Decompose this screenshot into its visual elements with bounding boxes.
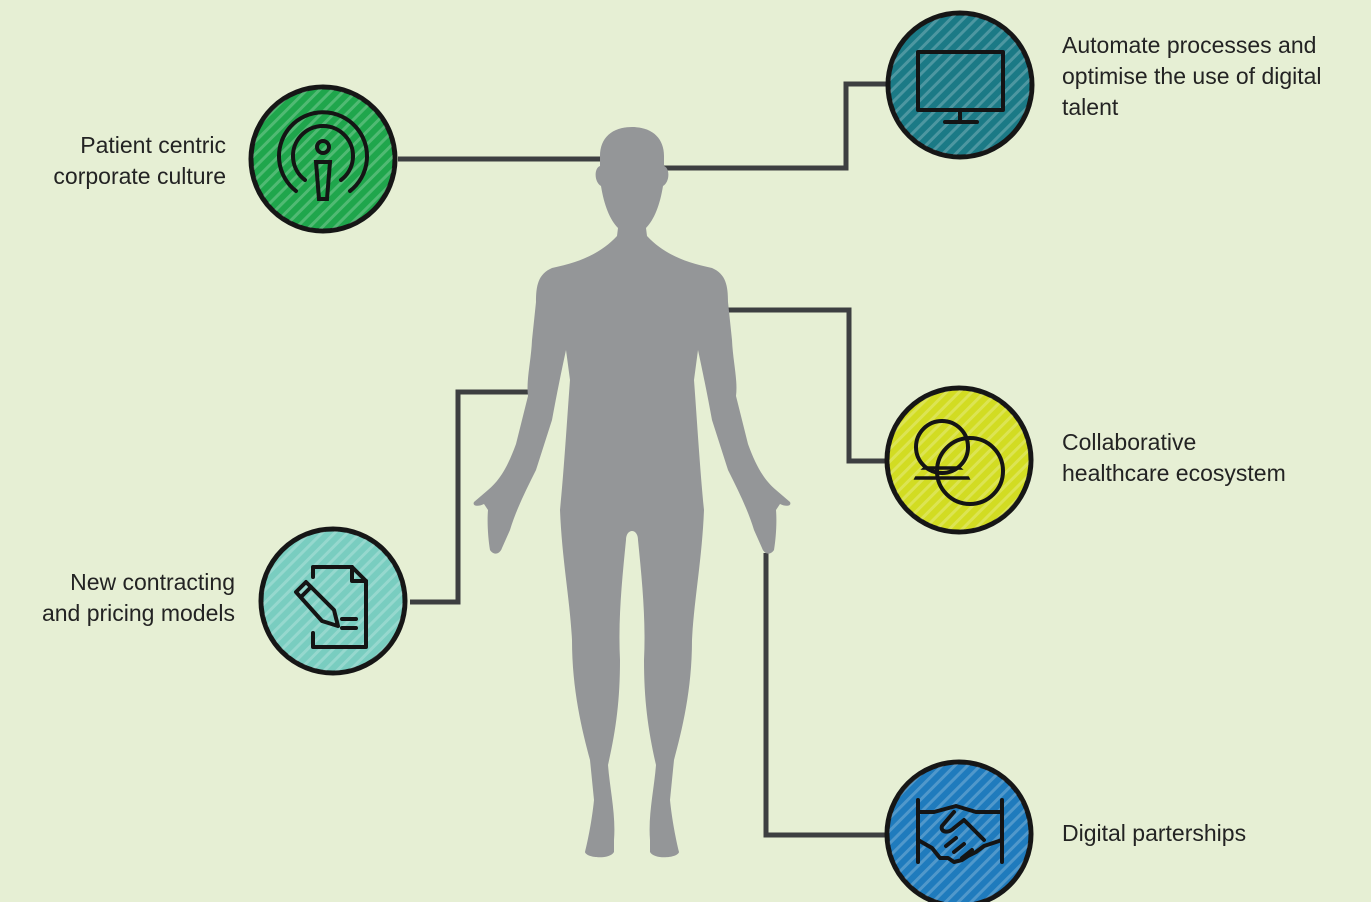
connector-contracting [410, 389, 531, 605]
human-figure [473, 127, 791, 858]
monitor-icon [916, 50, 1005, 124]
node-culture-label: Patient centric corporate culture [0, 130, 226, 192]
node-contracting [258, 526, 408, 676]
connector-collab [724, 307, 888, 464]
person-broadcast-icon [277, 110, 369, 201]
node-culture-label-line: corporate culture [53, 163, 226, 189]
node-culture-label-line: Patient centric [80, 132, 226, 158]
connector-digital [763, 553, 888, 838]
node-collab-label-line: Collaborative [1062, 429, 1197, 455]
node-digital-label: Digital parterships [1062, 818, 1371, 849]
node-automate-hatch [890, 15, 1030, 155]
node-contracting-label-line: and pricing models [41, 600, 235, 626]
node-automate-label-line: talent [1062, 94, 1119, 120]
node-digital [884, 759, 1034, 902]
node-digital-hatch [889, 764, 1029, 902]
connector-lines [398, 81, 888, 838]
node-automate [885, 10, 1035, 160]
document-pen-icon [294, 565, 368, 649]
node-culture-hatch [253, 89, 393, 229]
node-collab [884, 385, 1034, 535]
node-automate-label-line: optimise the use of digital [1062, 63, 1322, 89]
node-automate-label: Automate processes and optimise the use … [1062, 30, 1371, 123]
node-automate-label-line: Automate processes and [1062, 32, 1317, 58]
node-collab-hatch [889, 390, 1029, 530]
node-collab-label-line: healthcare ecosystem [1062, 460, 1286, 486]
node-contracting-hatch [263, 531, 403, 671]
node-contracting-label-line: New contracting [70, 569, 235, 595]
connector-automate [663, 81, 888, 171]
node-culture [248, 84, 398, 234]
node-collab-label: Collaborative healthcare ecosystem [1062, 427, 1371, 489]
node-contracting-label: New contracting and pricing models [0, 567, 235, 629]
node-digital-label-line: Digital parterships [1062, 820, 1247, 846]
handshake-icon [916, 798, 1004, 864]
